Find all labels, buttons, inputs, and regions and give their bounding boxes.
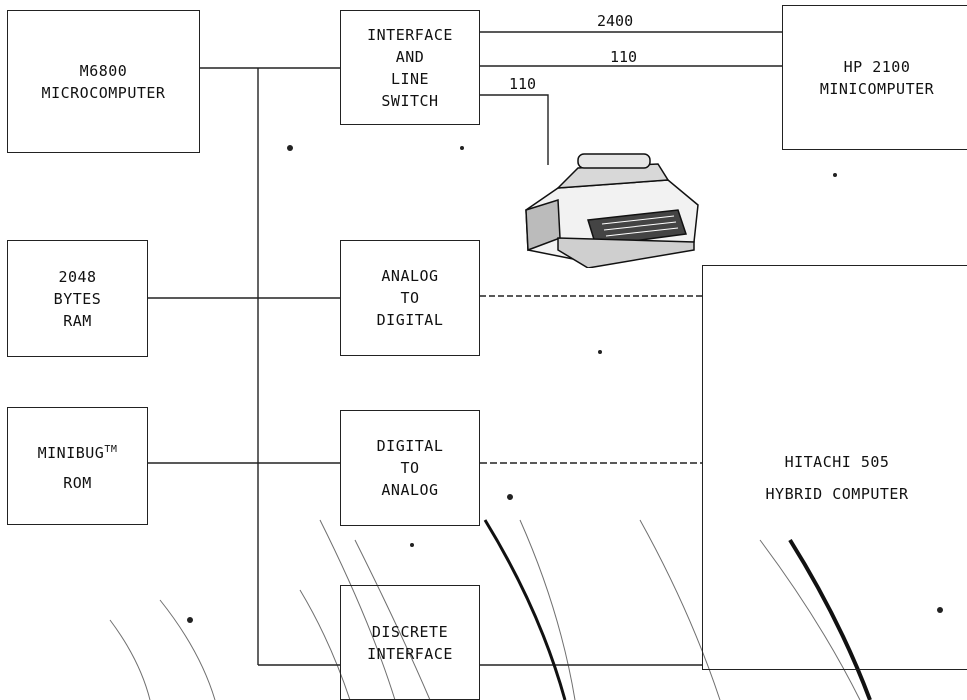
line-rate-label-110: 110 [610,48,637,66]
block-label: BYTES [54,288,102,310]
block-label: TO [400,287,419,309]
block-label: MINIBUGTM [38,439,118,464]
block-label: M6800 [80,60,128,82]
block-label: ROM [63,472,92,494]
block-label: ANALOG [381,479,438,501]
rom-name: MINIBUG [38,444,105,462]
minibug-rom-block: MINIBUGTM ROM [7,407,148,525]
printer-rate-label-110: 110 [509,75,536,93]
discrete-interface-block: DISCRETE INTERFACE [340,585,480,700]
block-label: DIGITAL [377,309,444,331]
block-label: DISCRETE [372,621,448,643]
interface-line-switch-block: INTERFACE AND LINE SWITCH [340,10,480,125]
ram-block: 2048 BYTES RAM [7,240,148,357]
block-label: INTERFACE [367,643,453,665]
block-label: MICROCOMPUTER [42,82,166,104]
block-label: SWITCH [381,90,438,112]
block-label: HP 2100 [844,56,911,78]
analog-to-digital-block: ANALOG TO DIGITAL [340,240,480,356]
teletype-printer-icon [518,150,703,268]
block-label: DIGITAL [377,435,444,457]
block-label: AND [396,46,425,68]
block-label: MINICOMPUTER [820,78,934,100]
block-label: RAM [63,310,92,332]
line-rate-label-2400: 2400 [597,12,633,30]
m6800-microcomputer-block: M6800 MICROCOMPUTER [7,10,200,153]
block-label: TO [400,457,419,479]
block-label: HYBRID COMPUTER [766,483,909,505]
block-label: 2048 [58,266,96,288]
digital-to-analog-block: DIGITAL TO ANALOG [340,410,480,526]
block-label: LINE [391,68,429,90]
hp2100-minicomputer-block: HP 2100 MINICOMPUTER [782,5,967,150]
block-label: ANALOG [381,265,438,287]
hitachi-505-hybrid-computer-block: HITACHI 505 HYBRID COMPUTER [702,265,967,670]
block-label: HITACHI 505 [785,451,890,473]
trademark-mark: TM [104,444,117,455]
block-label: INTERFACE [367,24,453,46]
